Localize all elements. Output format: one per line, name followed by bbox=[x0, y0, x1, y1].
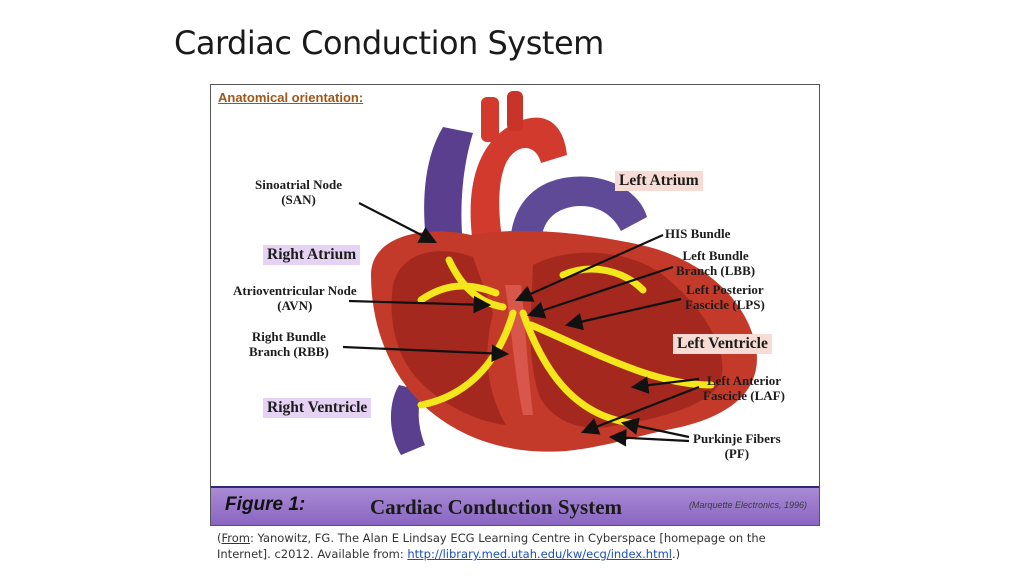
label-right-atrium: Right Atrium bbox=[263, 245, 361, 265]
conduction-path-lbb bbox=[519, 309, 635, 427]
label-left-bundle-branch: Left Bundle Branch (LBB) bbox=[676, 248, 756, 278]
pointer-pf-2 bbox=[608, 429, 690, 447]
figure-caption-bar: Figure 1: Cardiac Conduction System (Mar… bbox=[211, 486, 819, 525]
slide-title: Cardiac Conduction System bbox=[174, 24, 604, 62]
figure-caption-title: Cardiac Conduction System bbox=[370, 495, 623, 519]
superior-vena-cava bbox=[424, 127, 473, 245]
label-left-posterior-fascicle: Left Posterior Fascicle (LPS) bbox=[685, 282, 765, 312]
aortic-branch-1 bbox=[481, 97, 499, 142]
figure-heading: Anatomical orientation: bbox=[218, 90, 364, 105]
aorta bbox=[470, 117, 567, 245]
pointer-laf-2 bbox=[580, 385, 700, 435]
label-atrioventricular-node: Atrioventricular Node (AVN) bbox=[233, 283, 357, 313]
pointer-pf-1 bbox=[620, 417, 690, 439]
pointer-lbb bbox=[526, 265, 674, 319]
source-link[interactable]: http://library.med.utah.edu/kw/ecg/index… bbox=[407, 547, 673, 561]
label-right-ventricle: Right Ventricle bbox=[263, 398, 372, 418]
conduction-path-san bbox=[445, 256, 507, 311]
heart-figure: Anatomical orientation: bbox=[210, 84, 820, 526]
label-left-ventricle: Left Ventricle bbox=[673, 334, 772, 354]
pointer-lps bbox=[564, 297, 682, 331]
pointer-san bbox=[358, 202, 437, 244]
label-left-anterior-fascicle: Left Anterior Fascicle (LAF) bbox=[703, 373, 785, 403]
figure-credit: (Marquette Electronics, 1996) bbox=[688, 500, 807, 510]
inferior-vena-cava bbox=[390, 385, 425, 455]
pointer-laf-1 bbox=[630, 376, 700, 394]
figure-number: Figure 1: bbox=[225, 494, 306, 515]
label-left-atrium: Left Atrium bbox=[615, 171, 703, 191]
label-purkinje-fibers: Purkinje Fibers (PF) bbox=[693, 431, 781, 461]
aortic-branch-2 bbox=[507, 91, 523, 131]
heart-illustration bbox=[342, 91, 757, 455]
pointer-his-bundle bbox=[514, 233, 664, 302]
label-right-bundle-branch: Right Bundle Branch (RBB) bbox=[249, 329, 329, 359]
source-citation: (From: Yanowitz, FG. The Alan E Lindsay … bbox=[217, 531, 766, 561]
source-from-label: From bbox=[221, 531, 251, 545]
label-his-bundle: HIS Bundle bbox=[665, 226, 731, 241]
conduction-path-atria bbox=[417, 282, 500, 304]
label-sinoatrial-node: Sinoatrial Node (SAN) bbox=[255, 177, 343, 207]
pointer-rbb bbox=[342, 344, 510, 363]
pointer-avn bbox=[348, 295, 492, 314]
conduction-path-laf bbox=[527, 321, 715, 389]
pulmonary-artery bbox=[511, 176, 647, 245]
conduction-path-left-atrium bbox=[559, 265, 647, 294]
conduction-path-rbb bbox=[417, 309, 517, 409]
